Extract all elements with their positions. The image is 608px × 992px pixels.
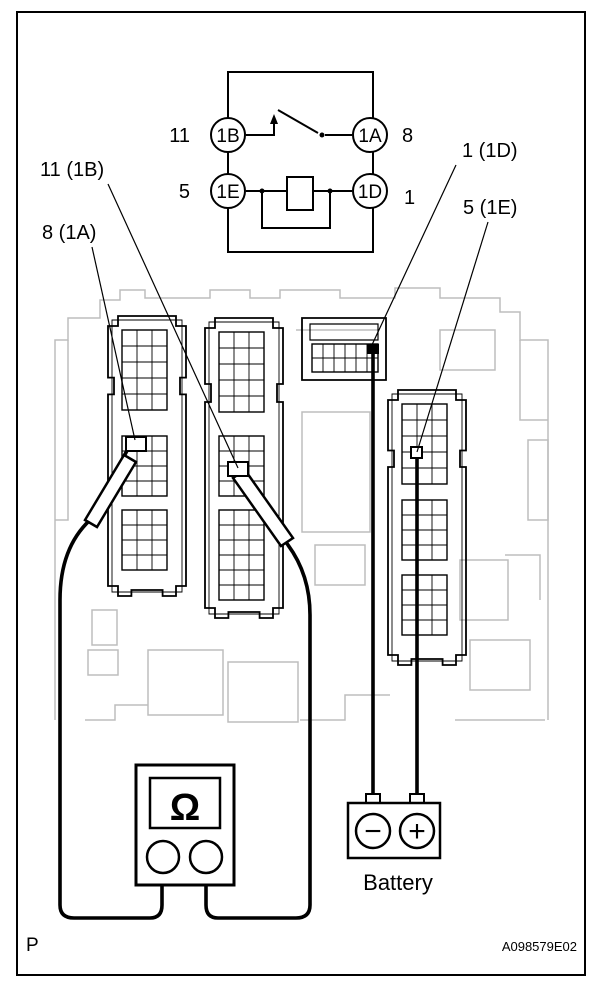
leader-11-1b	[107, 183, 239, 469]
callout-8-1a: 8 (1A)	[42, 222, 96, 244]
terminal-1e-number: 5	[179, 181, 190, 203]
terminal-1d-number: 1	[404, 187, 415, 209]
connector-1b-housing	[204, 317, 284, 619]
connector-1a-housing	[107, 315, 187, 597]
terminal-1b-circle	[210, 117, 246, 153]
terminal-1a-id: 1A	[358, 126, 382, 147]
terminal-1-1d-marker	[367, 344, 379, 354]
figure-frame	[16, 11, 586, 976]
ohmmeter-jack-left	[145, 839, 181, 875]
battery-positive-terminal	[398, 812, 436, 850]
battery-minus-sign: −	[364, 815, 382, 848]
battery-leads	[125, 344, 423, 802]
relay-coil	[286, 176, 314, 211]
leader-5-1e	[416, 221, 489, 453]
battery-negative-terminal	[354, 812, 392, 850]
battery: − + Battery	[346, 793, 442, 895]
junction-dot-left	[259, 188, 265, 194]
switch-contact-arm	[277, 109, 319, 134]
connector-1e-cavities-upper	[401, 403, 448, 485]
battery-label: Battery	[363, 870, 433, 895]
switch-arrow	[270, 114, 278, 124]
terminal-1b-id: 1B	[216, 126, 239, 147]
terminal-8-1a-marker	[125, 436, 147, 452]
callouts: 8 (1A) 11 (1B) 1 (1D) 5 (1E)	[40, 140, 518, 469]
ohmmeter: Ω	[134, 763, 236, 887]
probe-lead-left	[58, 443, 164, 920]
ohmmeter-jack-right	[188, 839, 224, 875]
leader-8-1a	[91, 246, 136, 441]
ohmmeter-display	[148, 776, 222, 830]
terminal-1a-circle	[352, 117, 388, 153]
probe-left	[83, 453, 138, 529]
terminal-11-1b-marker	[227, 461, 249, 477]
switch-contact-point	[319, 132, 325, 138]
connector-1d-latch	[309, 323, 379, 341]
switch-lead-left	[246, 119, 275, 136]
relay-body	[227, 71, 374, 253]
probe-lead-right	[204, 468, 312, 920]
callout-5-1e: 5 (1E)	[463, 197, 517, 219]
connector-1a-cavities-upper	[121, 329, 168, 411]
connector-housings	[107, 315, 467, 666]
battery-plus-sign: +	[408, 815, 426, 848]
ohmmeter-probe-leads	[58, 443, 312, 920]
junction-dot-right	[327, 188, 333, 194]
terminal-1e-id: 1E	[216, 182, 239, 203]
figure-id: A098579E02	[502, 939, 577, 954]
terminal-5-1e-marker	[410, 446, 423, 459]
connector-1e-housing	[387, 389, 467, 666]
terminal-1d-circle	[352, 173, 388, 209]
coil-bypass-loop	[261, 191, 331, 229]
footer-code: P	[26, 935, 39, 956]
callout-1-1d: 1 (1D)	[462, 140, 518, 162]
terminal-1e-circle	[210, 173, 246, 209]
connector-1b-cavities-upper	[218, 331, 265, 413]
connector-1b-housing-inner-wall	[208, 321, 280, 615]
terminal-1a-number: 8	[402, 125, 413, 147]
relay-schematic: 1B 11 1A 8 1E 5 1D 1	[169, 71, 415, 253]
connector-1d-housing	[301, 317, 387, 381]
leader-1-1d	[370, 164, 457, 348]
terminal-1b-number: 11	[169, 125, 190, 147]
callout-11-1b: 11 (1B)	[40, 159, 104, 181]
connector-1e-housing-inner-wall	[391, 393, 463, 662]
ohm-symbol: Ω	[170, 787, 200, 829]
terminal-1d-id: 1D	[358, 182, 382, 203]
